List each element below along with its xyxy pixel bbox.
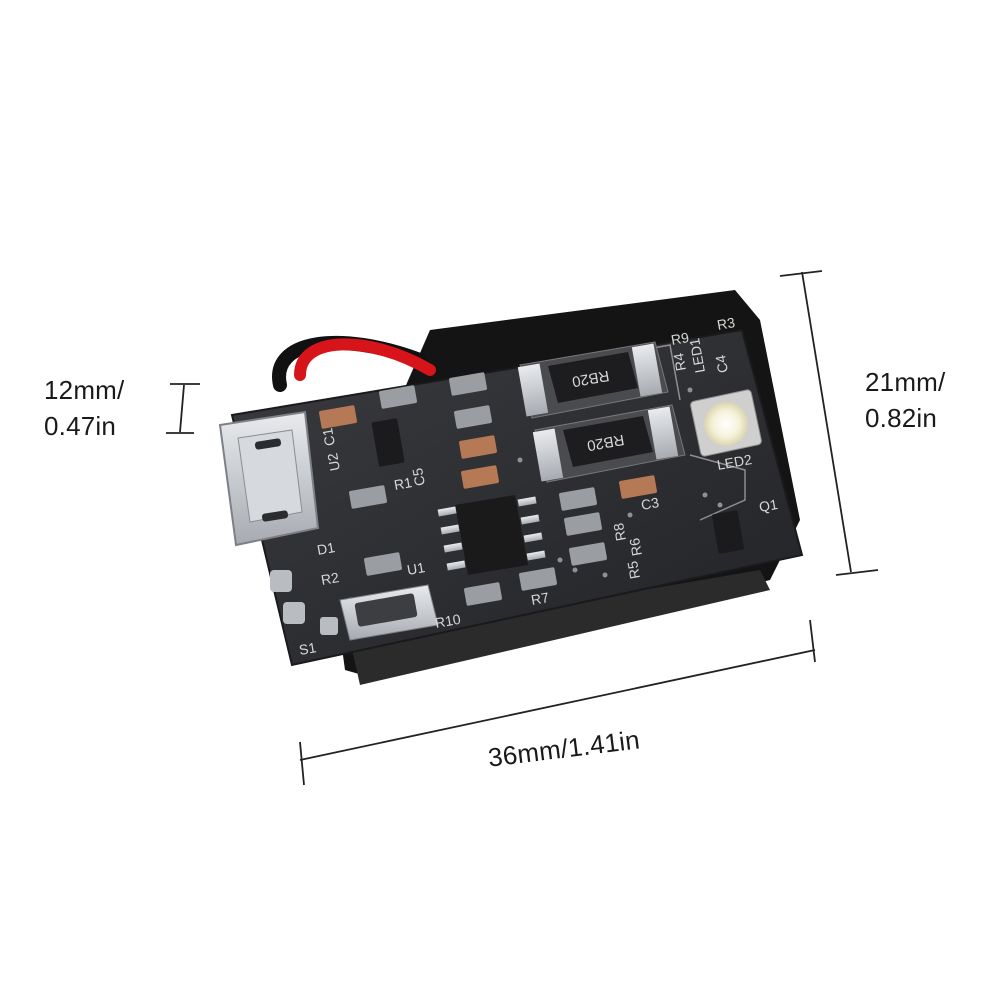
main-ic-chip xyxy=(437,495,546,575)
label-r3: R3 xyxy=(716,314,737,333)
micro-usb-port xyxy=(218,410,320,547)
depth-dimension-label: 12mm/ 0.47in xyxy=(44,372,124,444)
label-r5: R5 xyxy=(624,560,643,581)
label-q1: Q1 xyxy=(758,496,779,515)
label-r9: R9 xyxy=(670,329,691,348)
label-led1: LED1 xyxy=(686,337,708,374)
solder-pads xyxy=(270,570,338,635)
pcb-board xyxy=(230,328,804,667)
height-dimension-label: 21mm/ 0.82in xyxy=(865,364,945,436)
resistor-rb20-bottom: RB20 xyxy=(532,404,686,483)
resistor-rb20-top: RB20 xyxy=(517,341,669,419)
label-u1: U1 xyxy=(406,559,427,578)
label-c1: C1 xyxy=(319,427,338,448)
white-led xyxy=(690,389,762,457)
depth-in: 0.47in xyxy=(44,411,117,441)
label-c3: C3 xyxy=(640,494,661,513)
label-r1: R1 xyxy=(393,474,414,493)
label-s1: S1 xyxy=(298,639,318,658)
smd-components xyxy=(319,372,744,606)
silkscreen-labels: D1 R2 U1 R1 R10 S1 R7 R5 R6 R8 C3 Q1 LED… xyxy=(298,314,779,658)
label-r2: R2 xyxy=(320,569,341,588)
tactile-switch xyxy=(339,584,439,641)
resistor-rb20-top-label: RB20 xyxy=(571,367,611,390)
label-c4: C4 xyxy=(712,354,731,375)
label-d1: D1 xyxy=(316,539,337,558)
label-r10: R10 xyxy=(434,611,462,631)
height-in: 0.82in xyxy=(865,403,938,433)
label-r6: R6 xyxy=(626,537,645,558)
depth-mm: 12mm/ xyxy=(44,375,125,405)
label-led2: LED2 xyxy=(716,451,753,473)
label-r7: R7 xyxy=(530,589,551,608)
label-u2: U2 xyxy=(324,452,343,473)
resistor-rb20-bottom-label: RB20 xyxy=(586,431,626,454)
height-mm: 21mm/ xyxy=(865,367,946,397)
lead-wires xyxy=(272,335,436,392)
label-r4: R4 xyxy=(670,352,689,373)
label-c5: C5 xyxy=(409,467,428,488)
label-r8: R8 xyxy=(610,522,629,543)
dimension-lines xyxy=(166,270,879,786)
